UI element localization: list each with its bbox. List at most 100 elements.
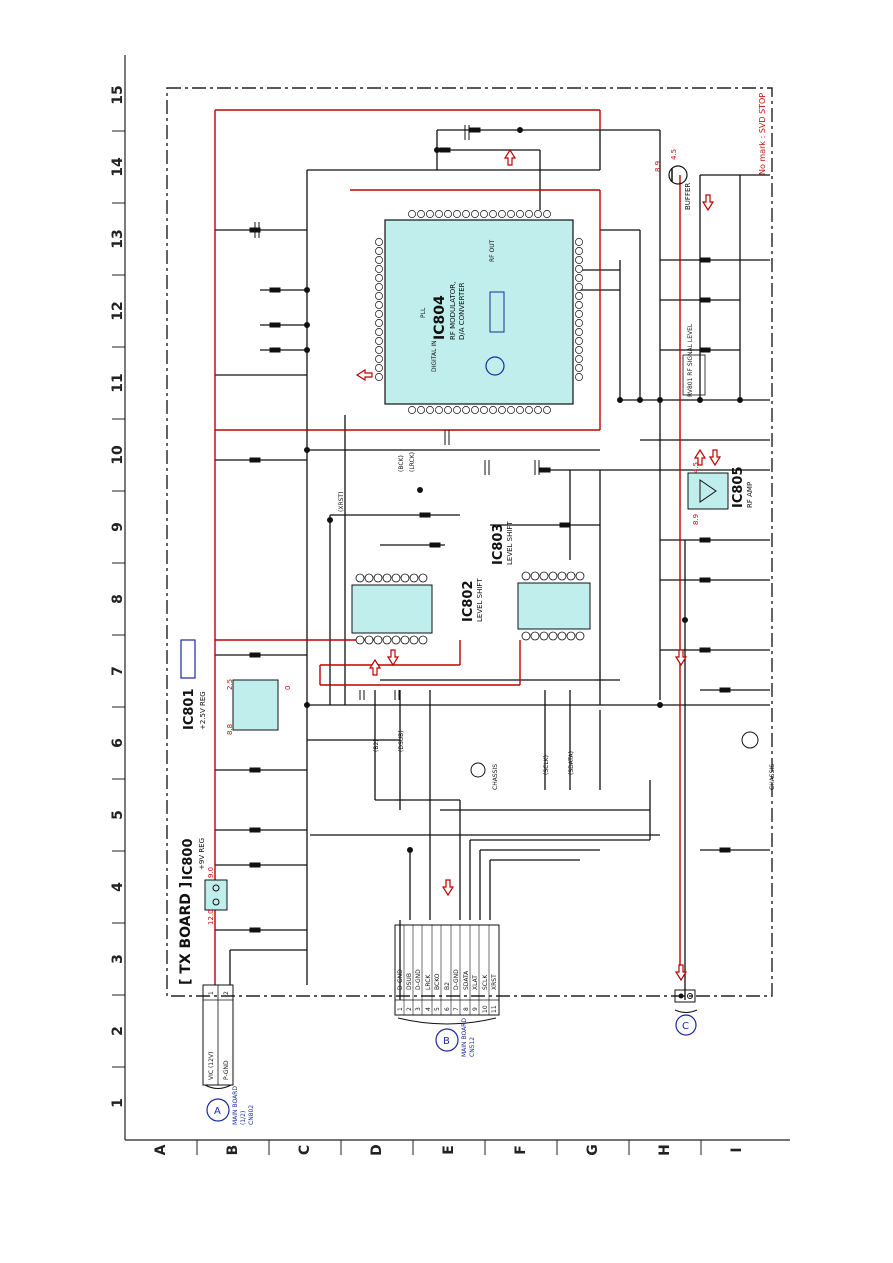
ic800-desc: +9V REG [198,838,206,870]
chassis-label-1: CHASSIS [492,764,499,790]
ic800-label: IC800 [181,838,196,880]
ic804-pll: PLL [420,307,427,318]
cn802-pin1: 1 [208,991,215,995]
net-dsub: (DSUB) [398,730,405,752]
ic804: IC804 RF MODULATOR, D/A CONVERTER PLL DI… [375,210,583,414]
cn802-sig2: P-GND [223,1060,230,1080]
rv801-label: RV801 RF SIGNAL LEVEL [687,323,694,397]
rv801-block: RV801 RF SIGNAL LEVEL [682,323,706,397]
grid-col-14: 14 [110,157,126,177]
ic800-vout: 9.0 [207,867,215,878]
net-b2: (B2) [373,739,380,752]
cn512-pin9: 9 [472,1007,479,1011]
net-bck: (BCK) [398,455,405,472]
passive-components [249,125,743,933]
cn512-sig3: D-GND [415,969,422,990]
ic805: IC805 RF AMP 8.9 4.5 [687,462,754,525]
cn512-pin7: 7 [453,1007,460,1011]
grid-row-C: C [297,1145,313,1155]
grid-row-D: D [369,1144,385,1156]
cn802-sig1: VIC (12V) [208,1052,215,1080]
ic801-label: IC801 [182,688,197,730]
buffer-v1: 8.9 [654,161,662,172]
grid-col-6: 6 [110,738,126,748]
grid-col-11: 11 [110,373,126,392]
cn512-sig6: B2 [444,982,451,990]
buffer-transistor: BUFFER 8.9 4.5 [654,149,692,210]
buffer-v2: 4.5 [670,149,678,160]
ic800: IC800 +9V REG 12.0 9.0 [181,838,228,925]
grid-row-B: B [225,1145,241,1156]
ic805-v2: 4.5 [692,462,700,473]
ic804-rf-out: RF OUT [489,239,496,262]
grid-col-12: 12 [110,301,126,320]
grid-col-13: 13 [110,229,126,248]
connector-cn802: 1 2 VIC (12V) P-GND A MAIN BOARD (1/2) C… [202,984,255,1125]
cn802-board: MAIN BOARD [232,1086,239,1125]
ic803-label: IC803 [491,523,506,565]
net-sdata: (SDATA) [568,751,575,775]
blue-marker-box [180,639,196,679]
cn512-pin11: 11 [491,1005,498,1013]
ic804-digital-in: DIGITAL IN [431,340,438,372]
power-lines [214,109,681,985]
ic804-desc1: RF MODULATOR, [449,282,457,340]
cn512-sig11: XRST [491,974,498,990]
grid-col-8: 8 [110,594,126,604]
cn512-pin3: 3 [415,1007,422,1011]
grid-col-7: 7 [110,666,126,676]
chassis-label-2: CHASSIS [769,764,776,790]
ic805-label: IC805 [731,466,746,508]
grid-col-5: 5 [110,810,126,820]
chassis-symbols: CHASSIS CHASSIS [470,731,776,790]
cn512-sig8: SDATA [463,970,470,990]
cn512-sig2: DSUB [406,973,413,990]
grid-col-9: 9 [110,522,126,532]
grid-col-10: 10 [110,445,126,465]
grid-col-3: 3 [110,954,126,964]
grid-column-numbers: 1 2 3 4 5 6 7 8 9 10 11 12 13 14 15 [110,85,126,1108]
grid-col-2: 2 [110,1026,126,1036]
grid-row-H: H [657,1144,673,1156]
cn512-sig4: LRCK [425,974,432,990]
cn512-ref: B [443,1036,450,1047]
cn802-name: CN802 [248,1105,255,1125]
cn512-sig10: SCLK [482,974,489,990]
grid-col-4: 4 [110,882,126,892]
cn802-sub: (1/2) [240,1111,247,1125]
connector-cn512: 1 2 3 4 5 6 7 8 9 10 11 D-GND DSUB D-GND… [394,924,500,1057]
ic804-desc2: D/A CONVERTER [458,282,466,340]
ic804-label: IC804 [432,295,448,340]
cn512-sig7: D-GND [453,969,460,990]
grid-row-F: F [513,1145,529,1155]
ic801-vout: 2.5 [226,679,234,690]
net-labels: (LRCK) (BCK) (SDATA) (XRST) (SCLK) (B2) … [338,452,575,775]
signal-arrows [355,148,722,982]
ic805-desc: RF AMP [746,482,754,508]
cn512-pin5: 5 [434,1007,441,1011]
ic805-v1: 8.9 [692,514,700,525]
grid-col-1: 1 [110,1098,126,1108]
cn512-pin4: 4 [425,1007,432,1011]
cn512-pin8: 8 [463,1007,470,1011]
ic801: IC801 +2.5V REG 8.8 2.5 0 [182,679,292,735]
cn512-pin6: 6 [444,1007,451,1011]
ic802-desc: LEVEL SHIFT [476,578,484,622]
grid-col-15: 15 [110,85,126,104]
grid-row-E: E [441,1145,457,1155]
ic803-desc: LEVEL SHIFT [506,521,514,565]
ic801-vg: 0 [284,686,292,690]
connector-antenna: C [674,989,698,1036]
cn512-sig5: BCKO [434,973,441,990]
cn512-sig1: D-GND [397,969,404,990]
board-title: [ TX BOARD ] [178,882,194,985]
board-outline [166,87,773,997]
no-mark-note: No mark : SVD STOP [758,93,767,175]
cn512-pin2: 2 [406,1007,413,1011]
grid-row-A: A [153,1144,169,1155]
antenna-ref: C [682,1021,689,1032]
ic803: IC803 LEVEL SHIFT [491,521,591,641]
ic802: IC802 LEVEL SHIFT [351,573,484,645]
grid-row-G: G [585,1144,601,1156]
